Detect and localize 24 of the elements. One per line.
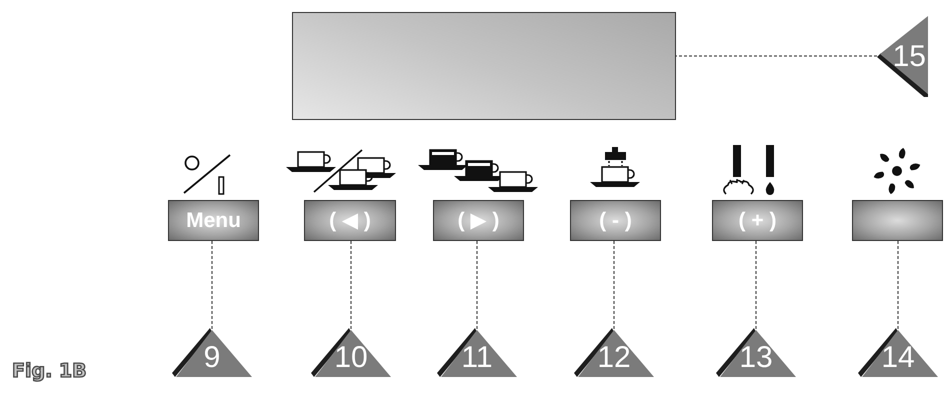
callout-triangle: [877, 16, 928, 97]
panel-button: ( ▶ ): [433, 200, 524, 241]
display-screen: [292, 12, 676, 120]
figure-label: Fig. 1B: [12, 362, 87, 381]
callout-triangle: [574, 328, 654, 377]
callout-triangle: [858, 328, 938, 377]
callout-number: 13: [739, 343, 773, 373]
panel-button: [852, 200, 943, 241]
callout-triangle: [172, 328, 252, 377]
callout-number: 14: [881, 343, 915, 373]
callout-triangle: [311, 328, 391, 377]
leader-line: [476, 240, 478, 330]
panel-button: Menu: [168, 200, 259, 241]
callout-number: 9: [204, 343, 220, 373]
panel-button: ( + ): [712, 200, 803, 241]
callout-number: 15: [892, 42, 926, 72]
callout-triangle: [716, 328, 796, 377]
panel-button: ( ◀ ): [304, 200, 396, 241]
callout-number: 10: [334, 343, 368, 373]
callout-number: 12: [597, 343, 631, 373]
panel-button: ( - ): [570, 200, 661, 241]
leader-line: [350, 240, 352, 330]
callout-triangle: [437, 328, 517, 377]
callout-number: 11: [461, 343, 493, 373]
